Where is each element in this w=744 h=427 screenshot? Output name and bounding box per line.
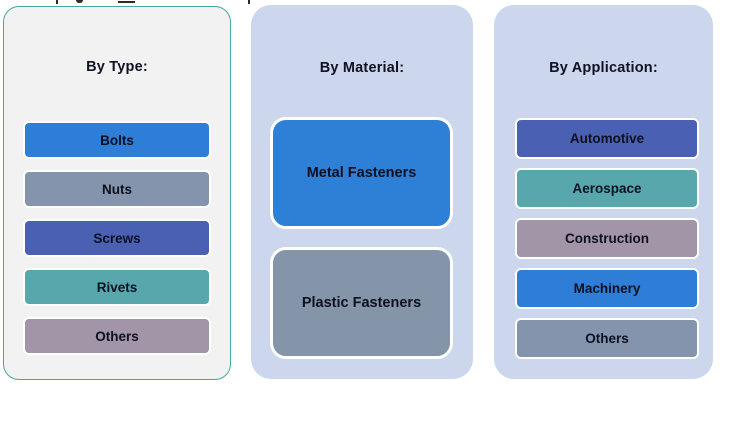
segment-item-label: Nuts (102, 181, 132, 197)
segment-item-aerospace: Aerospace (515, 168, 699, 209)
segment-item-label: Rivets (96, 279, 138, 295)
segment-item-metal-fasteners: Metal Fasteners (270, 117, 453, 229)
segment-item-label: Others (585, 331, 629, 346)
panel-by-type-title: By Type: (86, 59, 148, 75)
segment-item-label: Screws (93, 230, 141, 246)
segment-item-label: Metal Fasteners (306, 165, 417, 181)
panel-by-material-title: By Material: (319, 60, 405, 76)
segment-item-label: Aerospace (572, 181, 642, 196)
panel-by-application-title: By Application: (549, 60, 658, 76)
segment-item-others: Others (515, 318, 699, 359)
segment-item-bolts: Bolts (23, 121, 211, 159)
segment-item-nuts: Nuts (23, 170, 211, 208)
segment-item-label: Bolts (100, 132, 134, 148)
segment-item-machinery: Machinery (515, 268, 699, 309)
segment-item-automotive: Automotive (515, 118, 699, 159)
segment-item-label: Plastic Fasteners (301, 295, 422, 311)
segment-item-label: Automotive (569, 131, 645, 146)
segment-item-label: Machinery (573, 281, 641, 296)
segment-item-plastic-fasteners: Plastic Fasteners (270, 247, 453, 359)
segment-item-rivets: Rivets (23, 268, 211, 306)
segment-item-label: Others (95, 328, 139, 344)
segment-item-others: Others (23, 317, 211, 355)
segment-item-construction: Construction (515, 218, 699, 259)
segment-item-screws: Screws (23, 219, 211, 257)
segment-item-label: Construction (565, 231, 649, 246)
